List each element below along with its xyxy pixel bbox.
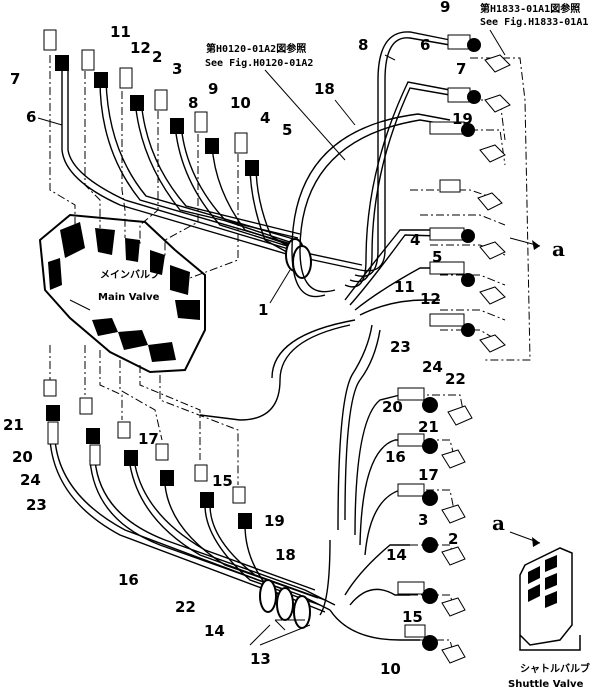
lower-left-fittings [43,379,252,529]
main-valve-ref-en: See Fig.H0120-01A2 [205,57,313,69]
callout-9-right: 9 [440,0,450,16]
callout-23: 23 [26,496,47,514]
lower-hoses [49,319,420,641]
callout-4-right: 4 [410,231,420,249]
callout-17-right: 17 [418,466,439,484]
callout-2: 2 [152,48,162,66]
callout-2-right: 2 [448,530,458,548]
callout-8: 8 [188,94,198,112]
callout-16: 16 [118,571,139,589]
callout-1: 1 [258,301,268,319]
callout-4: 4 [260,109,270,127]
callout-12-right: 12 [420,290,441,308]
shuttle-valve-body [519,547,581,651]
callout-19-right: 19 [452,110,473,128]
callout-18-top: 18 [314,80,335,98]
callout-24: 24 [20,471,41,489]
callout-8-right: 8 [358,36,368,54]
callout-5: 5 [282,121,292,139]
arrow-a-lower [509,531,541,547]
arrow-label-a-upper: a [552,237,565,261]
callout-15-right: 15 [402,608,423,626]
lower-right-fittings [397,387,473,664]
top-left-fittings [43,29,259,176]
callout-7-right: 7 [456,60,466,78]
callout-22: 22 [175,598,196,616]
shuttle-ref-jp: 第H1833-01A1図参照 [480,2,580,15]
clamp-13 [259,579,311,629]
callout-3-right: 3 [418,511,428,529]
upper-right-hoses [291,31,451,316]
callout-7: 7 [10,70,20,88]
shuttle-valve-label-en: Shuttle Valve [508,679,584,690]
shuttle-ref-en: See Fig.H1833-01A1 [480,16,588,28]
shuttle-valve-label-jp: シャトルバルブ [520,662,590,675]
callout-11: 11 [110,23,131,41]
callout-20-right: 20 [382,398,403,416]
arrow-label-a-lower: a [492,511,505,535]
callout-23-right: 23 [390,338,411,356]
callout-17: 17 [138,430,159,448]
callout-9: 9 [208,80,218,98]
callout-12: 12 [130,39,151,57]
callout-22-right: 22 [445,370,466,388]
main-valve-ref-jp: 第H0120-01A2図参照 [206,42,306,55]
callout-10: 10 [230,94,251,112]
callout-18: 18 [275,546,296,564]
callout-6: 6 [26,108,36,126]
callout-21-right: 21 [418,418,439,436]
main-valve-label-jp: メインバルブ [100,268,160,281]
arrow-a-upper [509,237,541,250]
callout-15: 15 [212,472,233,490]
reference-leaders [264,29,506,161]
clamp-1 [285,238,312,279]
callout-13: 13 [250,650,271,668]
callout-14: 14 [204,622,225,640]
top-hoses [61,65,363,271]
callout-11-right: 11 [394,278,415,296]
callout-6-right: 6 [420,36,430,54]
main-valve-label-en: Main Valve [98,292,160,303]
callout-19: 19 [264,512,285,530]
callout-20: 20 [12,448,33,466]
callout-3: 3 [172,60,182,78]
callout-14-right: 14 [386,546,407,564]
callout-10-right: 10 [380,660,401,678]
upper-right-fittings [429,34,511,353]
main-valve-body [38,213,206,374]
callout-21: 21 [3,416,24,434]
callout-24-right: 24 [422,358,443,376]
callout-leaders [37,117,311,646]
callout-5-right: 5 [432,248,442,266]
callout-16-right: 16 [385,448,406,466]
